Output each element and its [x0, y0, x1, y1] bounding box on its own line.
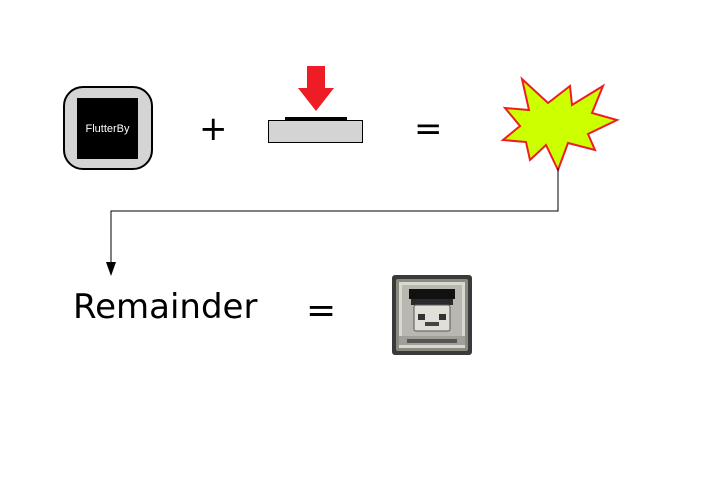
down-arrow-icon: [298, 66, 334, 111]
keycap-face: FlutterBy: [77, 98, 138, 159]
remainder-label: Remainder: [73, 287, 258, 327]
explosion-burst-icon: [500, 76, 620, 173]
plus-operator: +: [199, 109, 228, 149]
equals-operator-bottom: =: [306, 290, 337, 331]
keycap-label: FlutterBy: [85, 122, 130, 135]
equals-operator-top: =: [414, 109, 443, 149]
connector-arrow: [106, 168, 559, 276]
key-switch-icon: [392, 275, 472, 355]
pressed-plate: [268, 117, 363, 143]
